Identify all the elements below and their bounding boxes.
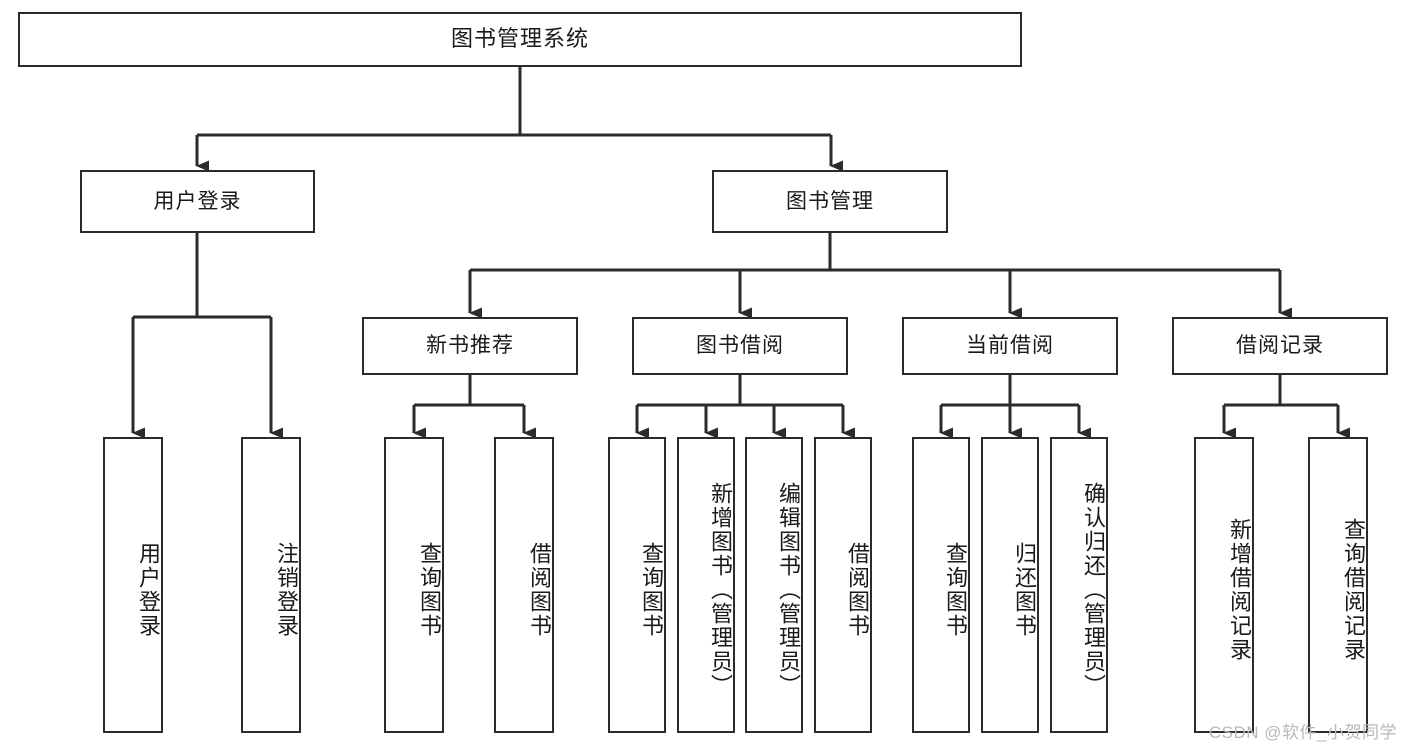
edges-user-login-to-leaves (131, 233, 283, 439)
node-leaf-query-book-1-label: 查询图书 (417, 542, 442, 638)
edges-book-borrow-to-leaves (635, 375, 855, 439)
node-leaf-confirm-return-admin[interactable]: 确认归还（管理员） (1050, 437, 1108, 733)
node-leaf-logout-login-label: 注销登录 (274, 542, 299, 638)
node-leaf-user-login[interactable]: 用户登录 (103, 437, 163, 733)
node-leaf-borrow-book-1-label: 借阅图书 (527, 542, 552, 638)
node-root[interactable]: 图书管理系统 (18, 12, 1022, 67)
node-book-management-label: 图书管理 (786, 189, 874, 213)
node-leaf-query-book-3-label: 查询图书 (943, 542, 968, 638)
node-leaf-add-borrow-record-label: 新增借阅记录 (1227, 518, 1252, 662)
node-leaf-edit-book-admin-label: 编辑图书（管理员） (776, 482, 801, 698)
node-current-borrow[interactable]: 当前借阅 (902, 317, 1118, 375)
node-borrow-record-label: 借阅记录 (1236, 334, 1324, 358)
node-leaf-logout-login[interactable]: 注销登录 (241, 437, 301, 733)
node-leaf-query-book-3[interactable]: 查询图书 (912, 437, 970, 733)
node-leaf-add-book-admin-label: 新增图书（管理员） (708, 482, 733, 698)
node-leaf-query-borrow-record[interactable]: 查询借阅记录 (1308, 437, 1368, 733)
node-leaf-query-book-2-label: 查询图书 (639, 542, 664, 638)
node-book-borrow-label: 图书借阅 (696, 334, 784, 358)
node-leaf-edit-book-admin[interactable]: 编辑图书（管理员） (745, 437, 803, 733)
csdn-watermark: CSDN @软件_小贺同学 (1208, 723, 1397, 742)
node-leaf-add-book-admin[interactable]: 新增图书（管理员） (677, 437, 735, 733)
node-current-borrow-label: 当前借阅 (966, 334, 1054, 358)
edges-level2-to-level3 (468, 233, 1292, 319)
node-leaf-query-book-1[interactable]: 查询图书 (384, 437, 444, 733)
node-leaf-return-book[interactable]: 归还图书 (981, 437, 1039, 733)
node-new-book-recommend-label: 新书推荐 (426, 334, 514, 358)
node-leaf-add-borrow-record[interactable]: 新增借阅记录 (1194, 437, 1254, 733)
node-leaf-user-login-label: 用户登录 (136, 542, 161, 638)
node-leaf-borrow-book-2[interactable]: 借阅图书 (814, 437, 872, 733)
node-leaf-borrow-book-2-label: 借阅图书 (845, 542, 870, 638)
node-leaf-borrow-book-1[interactable]: 借阅图书 (494, 437, 554, 733)
edges-current-borrow-to-leaves (939, 375, 1091, 439)
node-leaf-query-borrow-record-label: 查询借阅记录 (1341, 518, 1366, 662)
node-book-management[interactable]: 图书管理 (712, 170, 948, 233)
node-root-label: 图书管理系统 (450, 26, 589, 52)
node-leaf-query-book-2[interactable]: 查询图书 (608, 437, 666, 733)
edges-new-book-recommend-to-leaves (412, 375, 536, 439)
node-new-book-recommend[interactable]: 新书推荐 (362, 317, 578, 375)
edges-root-to-level2 (195, 67, 843, 172)
node-user-login[interactable]: 用户登录 (80, 170, 315, 233)
edges-borrow-record-to-leaves (1222, 375, 1350, 439)
node-book-borrow[interactable]: 图书借阅 (632, 317, 848, 375)
node-user-login-label: 用户登录 (153, 189, 242, 213)
node-leaf-return-book-label: 归还图书 (1012, 542, 1037, 638)
node-leaf-confirm-return-admin-label: 确认归还（管理员） (1081, 482, 1106, 698)
node-borrow-record[interactable]: 借阅记录 (1172, 317, 1388, 375)
